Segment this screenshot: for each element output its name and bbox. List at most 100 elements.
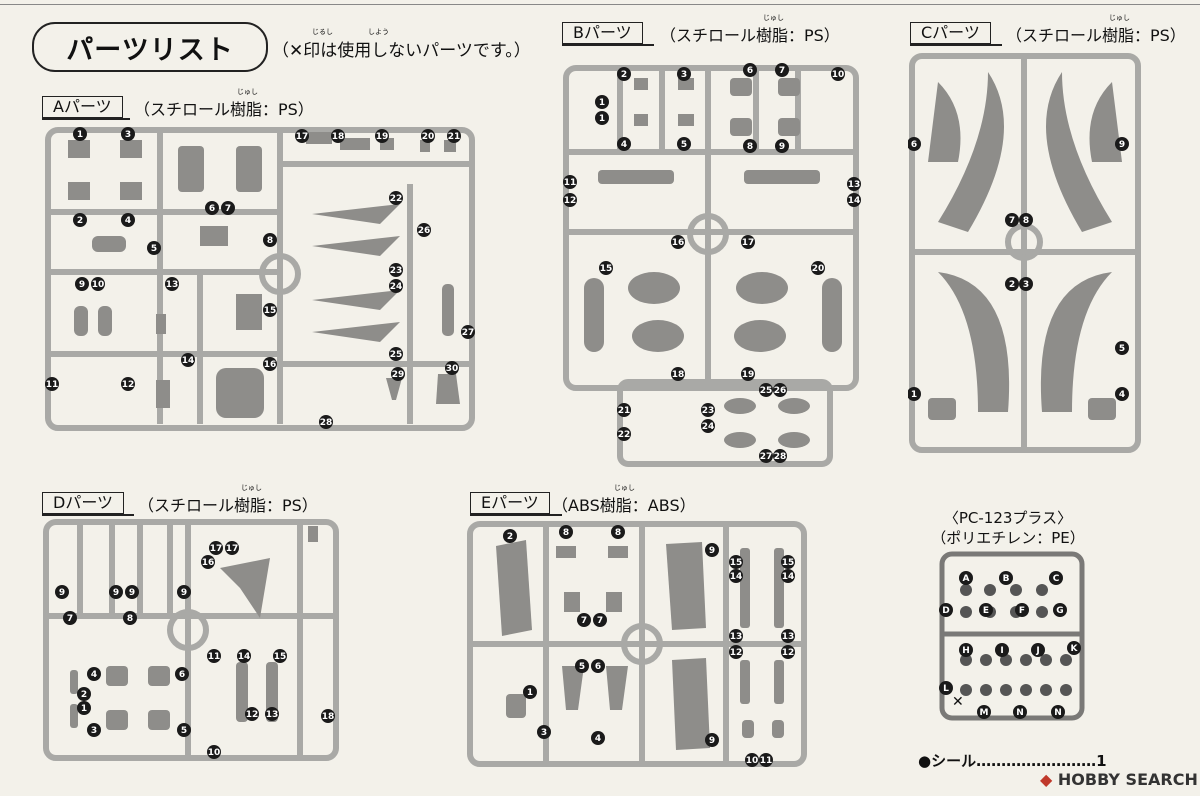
runner-a-badge <box>375 129 389 143</box>
runner-e-badge <box>503 529 517 543</box>
runner-d-number: 12 <box>246 710 259 720</box>
pe-letter-number: E <box>983 606 989 616</box>
pe-letter-number: J <box>1035 646 1039 656</box>
runner-a-label: Aパーツ <box>42 96 123 118</box>
pe-title-line1: 〈PC-123プラス〉 <box>943 509 1073 527</box>
runner-a-number: 1 <box>77 130 83 140</box>
runner-b-number: 11 <box>564 178 577 188</box>
runner-a-badge <box>45 377 59 391</box>
runner-a-badge <box>91 277 105 291</box>
runner-c-number: 3 <box>1023 280 1029 290</box>
runner-d-badge <box>207 649 221 663</box>
runner-e-number: 10 <box>746 756 759 766</box>
runner-e-badge <box>577 613 591 627</box>
runner-e-badge <box>559 525 573 539</box>
seal-line: ●シール……………………1 <box>918 752 1107 770</box>
runner-d-badge <box>125 585 139 599</box>
note-ruby-2: しよう <box>368 28 389 36</box>
runner-e-number: 12 <box>730 648 743 658</box>
runner-b-badge <box>701 403 715 417</box>
hobby-search-logo-icon: ◆ <box>1040 770 1053 789</box>
runner-e-number: 7 <box>581 616 587 626</box>
runner-d-material-text: （スチロール樹脂：PS） <box>138 496 318 515</box>
runner-a-number: 13 <box>166 280 179 290</box>
pe-letter-badge <box>979 603 993 617</box>
runner-a-number: 14 <box>182 356 195 366</box>
runner-b-number: 1 <box>599 114 605 124</box>
runner-e-badge <box>575 659 589 673</box>
runner-b-number: 28 <box>774 452 787 462</box>
runner-b-badge <box>759 383 773 397</box>
pe-letter-number: I <box>1000 646 1003 656</box>
runner-a-badge <box>331 129 345 143</box>
runner-c-number: 8 <box>1023 216 1029 226</box>
runner-d-number: 14 <box>238 652 251 662</box>
runner-d-badge <box>201 555 215 569</box>
page-title: パーツリスト <box>32 22 268 72</box>
runner-c-label: Cパーツ <box>910 22 991 44</box>
runner-a-number: 30 <box>446 364 459 374</box>
runner-e-badge <box>781 629 795 643</box>
runner-a-badge <box>73 213 87 227</box>
runner-a-badge <box>165 277 179 291</box>
runner-c-number: 6 <box>911 140 917 150</box>
pe-letter-badge <box>959 571 973 585</box>
runner-b-badge <box>671 235 685 249</box>
pe-letter-badge <box>995 643 1009 657</box>
runner-b-number: 13 <box>848 180 861 190</box>
pe-unused-mark: ✕ <box>952 694 964 710</box>
runner-e-badge <box>705 543 719 557</box>
runner-b-number: 2 <box>621 70 627 80</box>
runner-d-number: 9 <box>181 588 187 598</box>
runner-a-badge <box>445 361 459 375</box>
runner-d-number: 17 <box>226 544 239 554</box>
runner-a-badge <box>263 357 277 371</box>
runner-e-number: 5 <box>579 662 585 672</box>
runner-b-badge <box>773 449 787 463</box>
runner-d-badge <box>237 649 251 663</box>
runner-e-number: 14 <box>730 572 743 582</box>
runner-d-badge <box>175 667 189 681</box>
runner-e-number: 1 <box>527 688 533 698</box>
runner-d-number: 3 <box>91 726 97 736</box>
pe-letter-number: F <box>1019 606 1025 616</box>
runner-a-number: 20 <box>422 132 435 142</box>
pe-letter-number: G <box>1056 606 1063 616</box>
pe-letter-badge <box>959 643 973 657</box>
runner-c-badge <box>1115 387 1129 401</box>
runner-b-badge <box>677 67 691 81</box>
runner-b-label: Bパーツ <box>562 22 643 44</box>
runner-e-number: 9 <box>709 736 715 746</box>
runner-c-material: じゅし （スチロール樹脂：PS） <box>1006 14 1186 46</box>
runner-d-number: 9 <box>59 588 65 598</box>
runner-e-badge <box>745 753 759 767</box>
runner-a-number: 27 <box>462 328 475 338</box>
runner-e-number: 6 <box>595 662 601 672</box>
runner-b-number: 10 <box>832 70 845 80</box>
runner-a-badge <box>319 415 333 429</box>
runner-a-badge <box>421 129 435 143</box>
runner-a-number: 18 <box>332 132 345 142</box>
runner-a-number: 21 <box>448 132 461 142</box>
runner-d-label: Dパーツ <box>42 492 125 514</box>
runner-b-badge <box>759 449 773 463</box>
runner-e-badge <box>705 733 719 747</box>
runner-e-badge <box>729 629 743 643</box>
runner-d-badge <box>245 707 259 721</box>
runner-e-number: 3 <box>541 728 547 738</box>
runner-e-badge <box>537 725 551 739</box>
runner-c-badge <box>1005 277 1019 291</box>
runner-d-badge <box>87 723 101 737</box>
runner-a-number: 10 <box>92 280 105 290</box>
pe-letter-badge <box>939 681 953 695</box>
runner-a-number: 28 <box>320 418 333 428</box>
runner-b-number: 18 <box>672 370 685 380</box>
runner-e-number: 14 <box>782 572 795 582</box>
runner-d-number: 7 <box>67 614 73 624</box>
runner-b-badge <box>563 193 577 207</box>
runner-d-badge <box>177 723 191 737</box>
runner-d-number: 1 <box>81 704 87 714</box>
